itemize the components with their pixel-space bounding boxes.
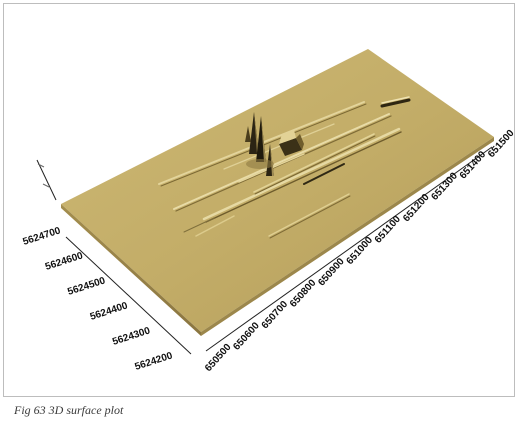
peaks <box>245 112 274 176</box>
y-tick-label: 5624200 <box>134 350 175 373</box>
x-tick-label: 650600 <box>231 320 262 352</box>
y-tick-label: 5624500 <box>66 275 107 298</box>
x-tick-label: 650700 <box>260 299 291 331</box>
y-tick-label: 5624400 <box>89 300 130 323</box>
y-tick-label: 5624600 <box>44 250 85 273</box>
z-axis-line <box>36 159 57 201</box>
axes <box>36 146 493 355</box>
x-tick-label: 651000 <box>345 235 376 267</box>
y-tick-label: 5624700 <box>22 225 63 248</box>
y-axis-line <box>65 236 192 355</box>
figure-caption: Fig 63 3D surface plot <box>14 403 124 417</box>
surface-plane <box>61 49 494 332</box>
y-tick-label: 5624300 <box>111 325 152 348</box>
x-tick-label: 650500 <box>203 342 234 374</box>
central-structure <box>279 130 304 156</box>
x-tick-label: 651500 <box>486 128 516 160</box>
z-tick-marks <box>37 163 50 188</box>
x-axis-line <box>205 146 493 352</box>
x-tick-label: 650800 <box>288 277 319 309</box>
surface-edge <box>61 204 201 336</box>
surface-edge-right <box>201 137 494 336</box>
surface-plot: 6505006506006507006508006509006510006511… <box>22 49 516 374</box>
